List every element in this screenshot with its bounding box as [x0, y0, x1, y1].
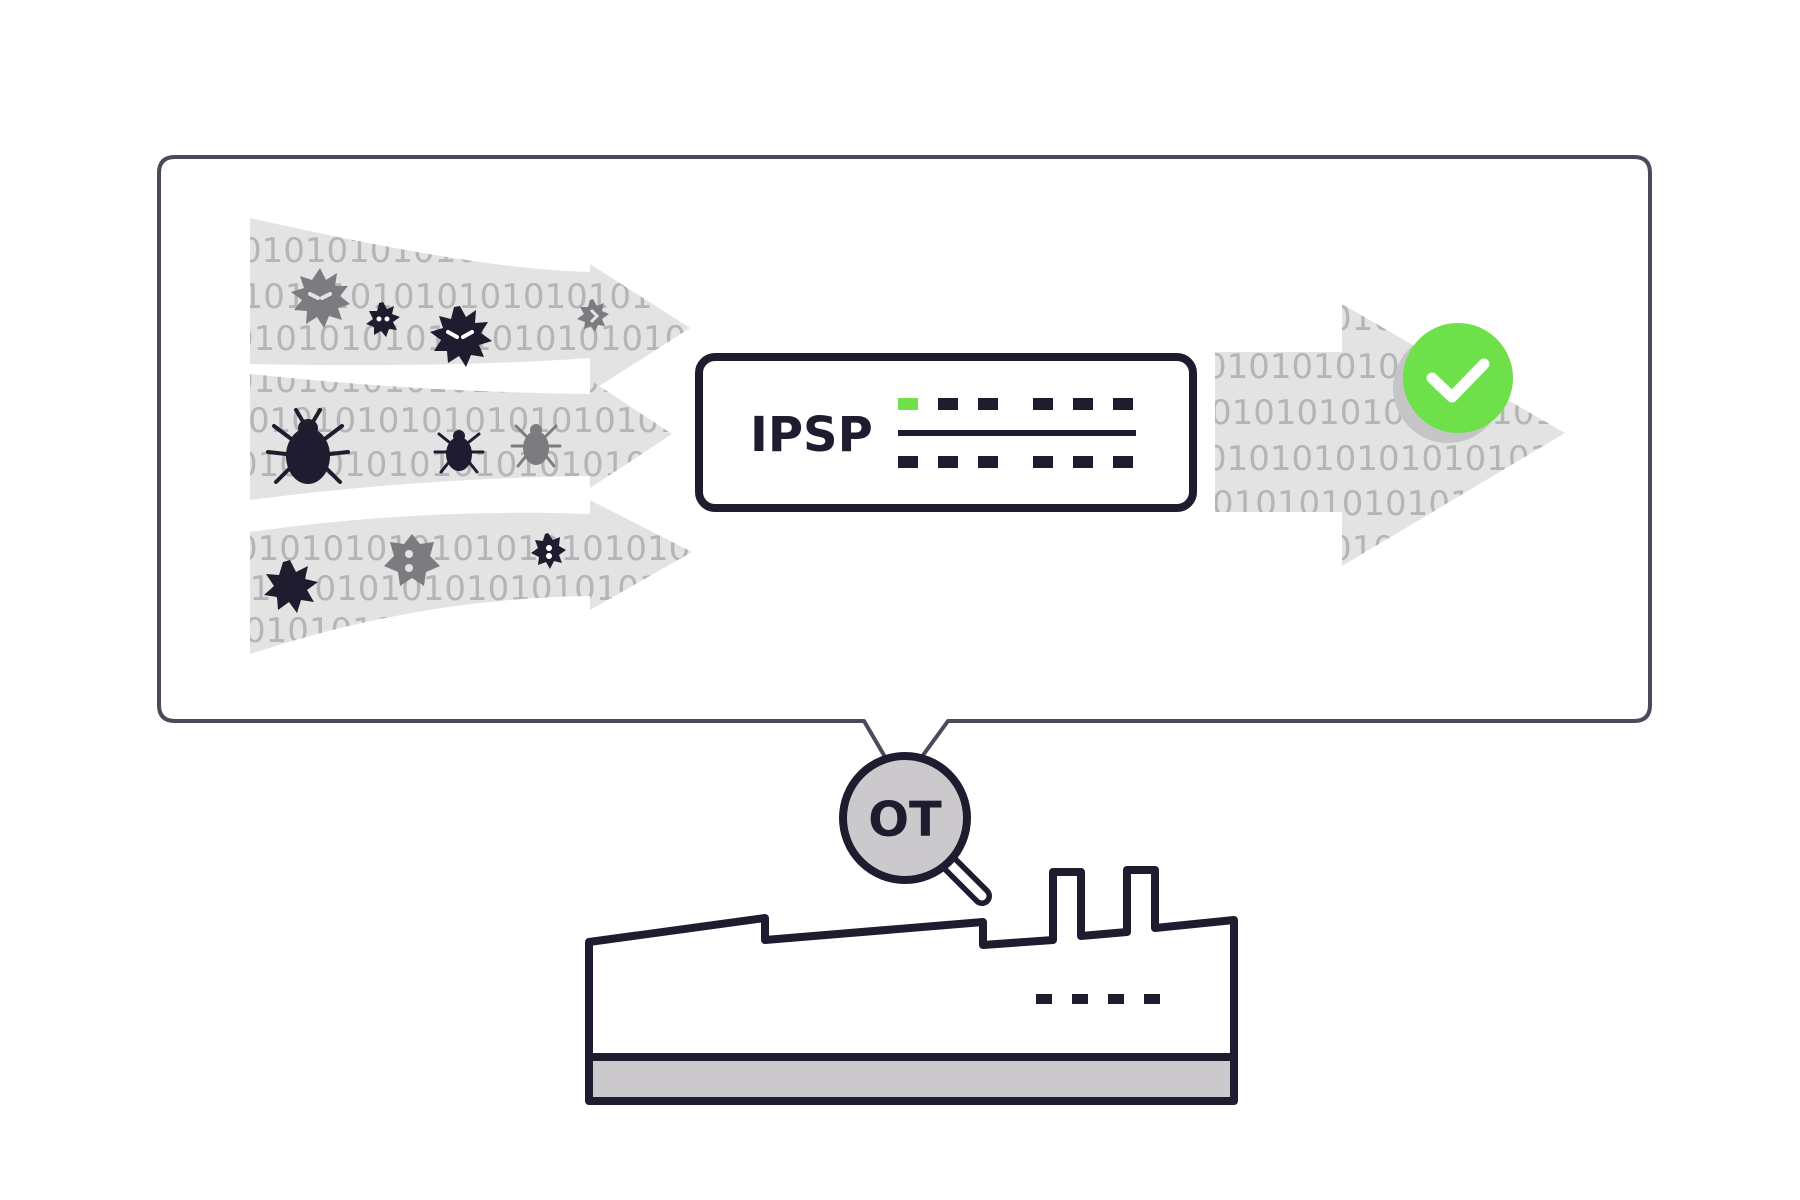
magnifier-label: OT	[868, 792, 942, 848]
port-led	[978, 456, 998, 468]
bug-icon	[433, 430, 485, 474]
virus-icon	[384, 534, 440, 586]
port-led	[978, 398, 998, 410]
port-led-active	[898, 398, 918, 410]
virus-icon	[577, 299, 609, 332]
port-led	[1113, 456, 1133, 468]
port-led	[1033, 398, 1053, 410]
virus-icon	[430, 306, 492, 367]
factory-windows	[1036, 994, 1160, 1004]
switch-ports-top	[898, 398, 1133, 410]
binary-text: 0101010101010101010101010101010101	[236, 529, 971, 569]
port-led	[1073, 398, 1093, 410]
factory-icon	[585, 866, 1238, 1105]
switch-ports-bottom	[898, 456, 1133, 468]
port-led	[1113, 398, 1133, 410]
port-led	[898, 456, 918, 468]
virus-icon	[291, 268, 350, 328]
factory-base-band	[589, 1057, 1234, 1101]
magnifier-icon	[839, 752, 992, 906]
bug-icon	[266, 408, 350, 484]
device-label: IPSP	[750, 407, 873, 463]
virus-icon	[366, 302, 400, 337]
virus-icon	[264, 560, 318, 613]
check-icon	[1393, 323, 1513, 443]
virus-icon	[531, 533, 566, 569]
port-led	[1033, 456, 1053, 468]
port-led	[938, 456, 958, 468]
port-led	[1073, 456, 1093, 468]
port-led	[938, 398, 958, 410]
bug-icon	[510, 424, 562, 468]
